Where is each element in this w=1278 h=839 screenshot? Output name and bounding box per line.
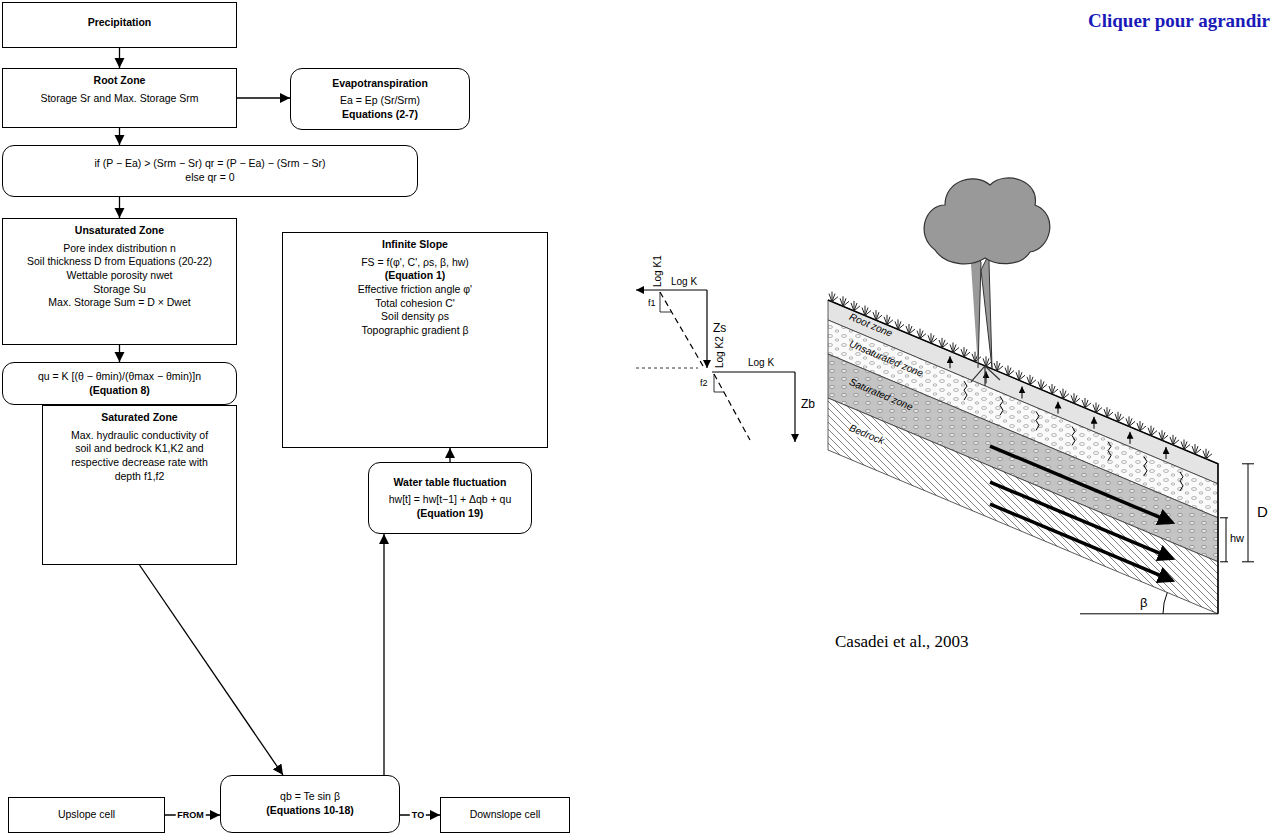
flow-arrow (449, 448, 450, 462)
grass (829, 292, 1212, 459)
box-text: Storage Sr and Max. Storage Srm (40, 92, 198, 106)
box-text: Storage Su (93, 283, 146, 297)
box-text: Soil density ρs (381, 310, 449, 324)
rounded-box: qu = K [(θ − θmin)/(θmax − θmin)]n(Equat… (2, 362, 237, 405)
bedrock-band (828, 398, 1218, 614)
flow-arrow (383, 534, 384, 775)
box-text: Wettable porosity nwet (66, 269, 172, 283)
soil-layers (828, 300, 1218, 614)
process-box: Unsaturated ZonePore index distribution … (2, 218, 237, 345)
flow-arrow (119, 48, 120, 68)
edge-label: TO (410, 810, 426, 820)
box-heading: Unsaturated Zone (75, 224, 164, 238)
rounded-box: Water table fluctuation hw[t] = hw[t−1] +… (368, 462, 532, 534)
flow-arrow (119, 128, 120, 145)
axis-label: f2 (700, 378, 708, 388)
axis-label: f1 (648, 298, 656, 308)
box-text: Pore index distribution n (63, 242, 176, 256)
process-box: Root ZoneStorage Sr and Max. Storage Srm (2, 68, 237, 128)
box-heading: Saturated Zone (101, 411, 177, 425)
axis-label: β (1140, 596, 1147, 611)
box-text: Effective friction angle φ' (358, 283, 472, 297)
process-box: Saturated ZoneMax. hydraulic conductivit… (42, 405, 237, 565)
box-text: Max. Storage Sum = D × Dwet (48, 296, 190, 310)
axis-label: Log K2 (714, 336, 726, 368)
box-text: (Equations 10-18) (266, 804, 354, 818)
box-text: (Equation 1) (385, 269, 446, 283)
box-heading: qu = K [(θ − θmin)/(θmax − θmin)]n (38, 370, 201, 384)
box-text: Equations (2-7) (342, 108, 418, 122)
flow-arrow (119, 197, 120, 218)
axis-label: D (1257, 503, 1268, 520)
box-text: hw[t] = hw[t−1] + Δqb + qu (389, 493, 512, 507)
flow-arrow (119, 345, 120, 362)
axis-label: Log K (748, 357, 774, 369)
box-heading: Precipitation (88, 16, 152, 30)
link-text: Cliquer pour agrandir (1088, 10, 1270, 32)
edge-label: FROM (175, 810, 206, 820)
box-heading: Root Zone (94, 74, 146, 88)
ground-surface (828, 300, 1218, 614)
box-heading: Infinite Slope (382, 238, 448, 252)
axis-label: Log K (671, 276, 697, 288)
axis-label: Zb (801, 398, 815, 412)
box-heading: Water table fluctuation (394, 476, 507, 490)
axis-label: hw (1230, 532, 1244, 545)
box-text: FS = f(φ', C', ρs, β, hw) (361, 256, 469, 270)
rounded-box: if (P − Ea) > (Srm − Sr) qr = (P − Ea) −… (2, 145, 418, 197)
box-text: Ea = Ep (Sr/Srm) (340, 94, 420, 108)
box-text: Total cohesion C' (375, 297, 455, 311)
axis-label: Log K1 (652, 255, 664, 287)
dimension-brackets (1080, 464, 1254, 614)
conductivity-profile (636, 290, 795, 442)
tree (924, 178, 1050, 386)
rounded-box: Evapotranspiration Ea = Ep (Sr/Srm)Equati… (290, 68, 470, 130)
flow-arrow (140, 565, 284, 775)
box-heading: if (P − Ea) > (Srm − Sr) qr = (P − Ea) −… (95, 157, 326, 171)
evaporation-arrows (950, 356, 1183, 491)
axis-label: Zs (713, 322, 726, 336)
box-text: (Equation 19) (417, 507, 484, 521)
box-text: Soil thickness D from Equations (20-22) (27, 255, 212, 269)
flow-arrow (237, 97, 290, 98)
process-box: Upslope cell (8, 797, 165, 833)
process-box: Downslope cell (440, 797, 570, 833)
box-heading: Downslope cell (470, 808, 541, 822)
rounded-box: qb = Te sin β(Equations 10-18) (220, 775, 400, 833)
box-text: else qr = 0 (185, 171, 234, 185)
process-box: Precipitation (2, 2, 237, 48)
box-text: Max. hydraulic conductivity of soil and … (70, 429, 210, 484)
process-box: Infinite Slope FS = f(φ', C', ρs, β, hw)(… (282, 232, 548, 448)
box-heading: Evapotranspiration (332, 77, 428, 91)
box-text: Topographic gradient β (361, 324, 468, 338)
flow-arrows (990, 446, 1172, 580)
box-heading: qb = Te sin β (280, 790, 340, 804)
source-caption: Casadei et al., 2003 (835, 632, 969, 652)
box-heading: Upslope cell (58, 808, 115, 822)
box-text: (Equation 8) (89, 384, 150, 398)
